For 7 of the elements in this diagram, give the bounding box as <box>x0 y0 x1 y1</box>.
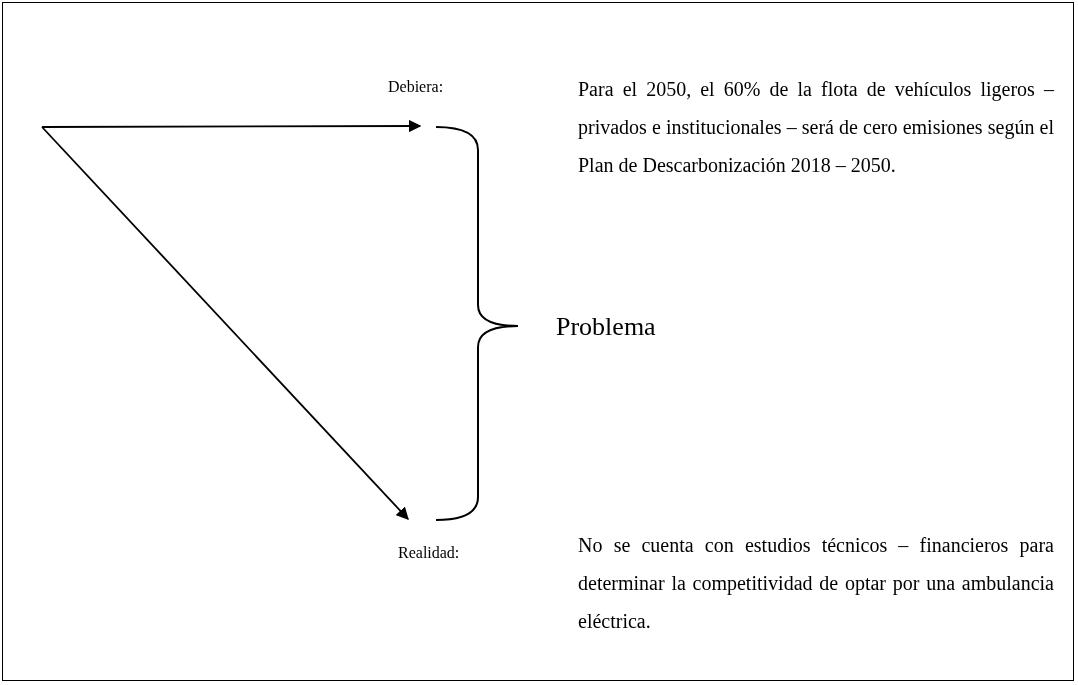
paragraph: No se cuenta con estudios técnicos – financieros para determinar la competitividad de optar por una ambulancia eléctrica. <box>578 533 1054 634</box>
heading-label: Problema <box>556 312 656 342</box>
node-label: Realidad: <box>398 544 461 562</box>
paragraph: Para el 2050, el 60% de la flota de vehículos ligeros – privados e institucionales – será de cero emisiones según el Plan de Descarbonización 2018 – 2050. <box>578 77 1054 178</box>
arrow <box>41 119 422 133</box>
arrow <box>41 126 409 520</box>
node-label: Debiera: <box>388 78 445 96</box>
